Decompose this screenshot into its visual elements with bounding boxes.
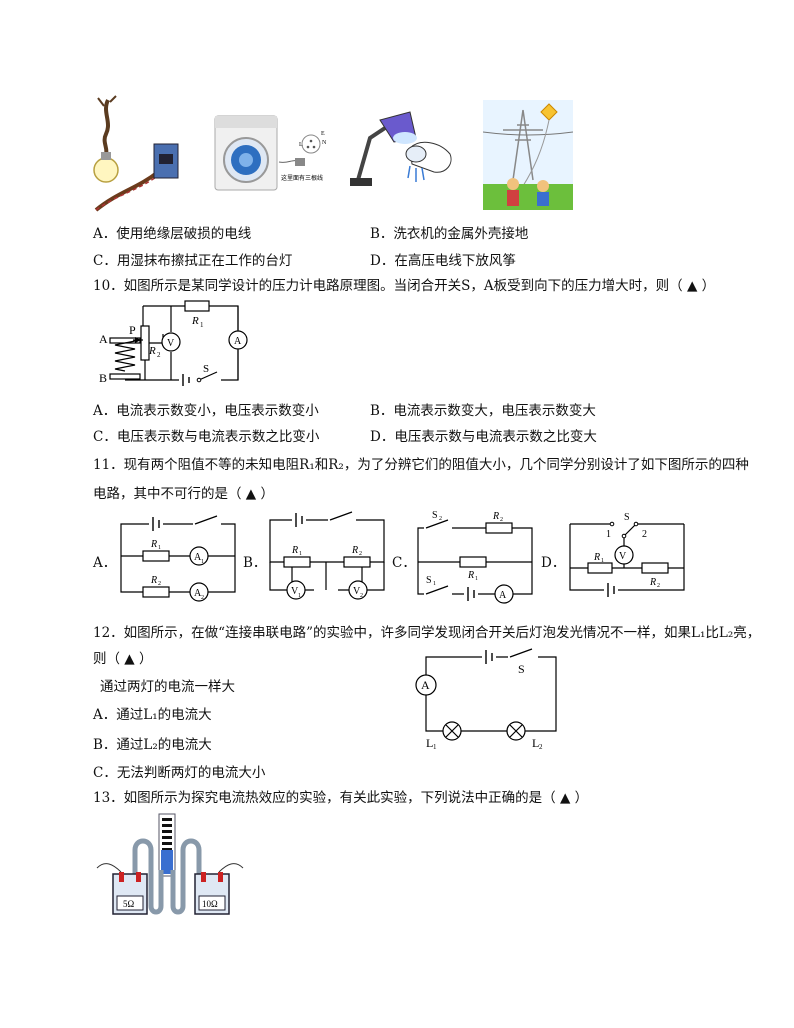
svg-text:1: 1 [433, 581, 436, 587]
svg-text:2: 2 [657, 583, 660, 589]
svg-text:1: 1 [475, 576, 478, 582]
svg-text:A: A [499, 590, 507, 601]
svg-text:2: 2 [201, 595, 204, 601]
label-r1: R [191, 315, 199, 327]
q12-option-0[interactable]: 通过两灯的电流一样大 [100, 679, 235, 695]
q12-option-b[interactable]: B．通过L₂的电流大 [93, 737, 212, 753]
svg-text:2: 2 [439, 516, 442, 522]
q11-stem-line2: 电路，其中不可行的是（ ▲ ） [93, 486, 274, 502]
svg-text:R: R [467, 570, 474, 581]
svg-text:2: 2 [642, 529, 647, 540]
washer-note: 这里面有三根线 [281, 174, 323, 182]
svg-text:1: 1 [299, 551, 302, 557]
q9-picture-broken-wire [93, 95, 179, 212]
label-l1: L [426, 736, 433, 750]
q13-heat-effect-apparatus: 5Ω 10Ω [96, 813, 244, 915]
q12-option-a[interactable]: A．通过L₁的电流大 [93, 707, 212, 723]
label-plate-b: B [99, 371, 107, 385]
q9-option-a[interactable]: A．使用绝缘层破损的电线 [93, 226, 252, 242]
q12-stem-line1: 12．如图所示，在做“连接串联电路”的实验中，许多同学发现闭合开关后灯泡发光情况… [93, 625, 761, 641]
svg-text:1: 1 [606, 529, 611, 540]
q9-picture-washing-machine: L E N 这里面有三根线 [214, 115, 327, 191]
q11-label-c[interactable]: C． [392, 555, 416, 571]
q10-circuit-diagram: A B P R 1 R 2 V A S [99, 300, 248, 386]
label-slider-p: P [129, 323, 136, 337]
q12-series-circuit: A S L 1 L 2 [415, 648, 557, 751]
svg-text:S: S [624, 512, 630, 523]
svg-text:2: 2 [539, 743, 543, 751]
svg-text:1: 1 [433, 743, 437, 751]
plug-letter-l: L [299, 142, 303, 148]
q10-option-d[interactable]: D．电压表示数与电流表示数之比变大 [370, 429, 597, 445]
q10-option-b[interactable]: B．电流表示数变大，电压表示数变大 [370, 403, 596, 419]
svg-text:S: S [432, 510, 438, 521]
q9-picture-desk-lamp [350, 111, 452, 186]
q11-stem-line1: 11．现有两个阻值不等的未知电阻R₁和R₂，为了分辨它们的阻值大小，几个同学分别… [93, 457, 749, 473]
q10-option-c[interactable]: C．电压表示数与电流表示数之比变小 [93, 429, 320, 445]
svg-text:1: 1 [601, 558, 604, 564]
svg-text:V: V [619, 551, 627, 562]
q13-stem: 13．如图所示为探究电流热效应的实验，有关此实验，下列说法中正确的是（ ▲ ） [93, 790, 589, 806]
q12-stem-line2: 则（ ▲ ） [93, 651, 153, 667]
svg-text:2: 2 [500, 517, 503, 523]
q9-option-b[interactable]: B．洗衣机的金属外壳接地 [370, 226, 529, 242]
plug-letter-n: N [322, 140, 327, 146]
label-switch-s: S [518, 662, 525, 676]
svg-text:R: R [492, 511, 499, 522]
svg-text:1: 1 [201, 559, 204, 565]
voltmeter-symbol: V [167, 338, 175, 349]
svg-text:R: R [593, 552, 600, 563]
label-r2: R [148, 345, 156, 357]
label-l2: L [532, 736, 539, 750]
svg-text:V: V [291, 586, 299, 597]
svg-text:2: 2 [359, 551, 362, 557]
q9-option-d[interactable]: D．在高压电线下放风筝 [370, 253, 516, 269]
q12-option-c[interactable]: C．无法判断两灯的电流大小 [93, 765, 266, 781]
svg-text:S: S [426, 575, 432, 586]
svg-text:1: 1 [298, 593, 301, 599]
svg-text:A: A [194, 588, 202, 599]
svg-text:R: R [649, 577, 656, 588]
ammeter-symbol: A [234, 336, 242, 347]
q11-label-a[interactable]: A． [93, 555, 117, 571]
svg-text:R: R [150, 575, 157, 586]
label-r2-sub: 2 [157, 351, 161, 359]
svg-text:R: R [150, 539, 157, 550]
q11-label-d[interactable]: D． [541, 555, 566, 571]
plug-letter-e: E [321, 131, 325, 137]
label-switch-s: S [203, 363, 209, 375]
q11-label-b[interactable]: B． [243, 555, 267, 571]
label-5-ohm: 5Ω [123, 899, 135, 909]
svg-text:A: A [194, 552, 202, 563]
label-r1-sub: 1 [200, 321, 204, 329]
svg-text:2: 2 [360, 593, 363, 599]
q9-option-c[interactable]: C．用湿抹布擦拭正在工作的台灯 [93, 253, 293, 269]
svg-text:R: R [351, 545, 358, 556]
svg-text:2: 2 [158, 581, 161, 587]
svg-text:R: R [291, 545, 298, 556]
q10-option-a[interactable]: A．电流表示数变小，电压表示数变小 [93, 403, 319, 419]
svg-text:1: 1 [158, 545, 161, 551]
label-plate-a: A [99, 332, 108, 346]
q10-stem: 10．如图所示是某同学设计的压力计电路原理图。当闭合开关S，A板受到向下的压力增… [93, 278, 716, 294]
q9-picture-kite-power-line [483, 100, 573, 210]
svg-text:V: V [353, 586, 361, 597]
label-10-ohm: 10Ω [202, 899, 218, 909]
ammeter-symbol: A [421, 678, 430, 692]
